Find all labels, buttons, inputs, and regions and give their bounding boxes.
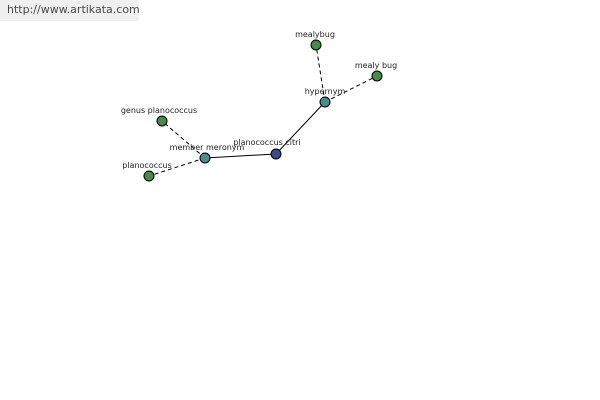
node-genus-planococcus[interactable]	[156, 115, 168, 127]
edge-hypernym-to-mealybug	[315, 44, 326, 103]
edge-planococcus-citri-to-member-meronym	[204, 153, 277, 159]
edge-member-meronym-to-planococcus	[148, 157, 206, 177]
edge-planococcus-citri-to-hypernym	[275, 101, 326, 155]
url-link[interactable]: http://www.artikata.com	[7, 3, 140, 16]
label-member-meronym[interactable]: member meronym	[170, 143, 245, 152]
label-hypernym[interactable]: hypernym	[305, 87, 346, 96]
label-mealy-bug[interactable]: mealy bug	[355, 61, 397, 70]
node-mealy-bug[interactable]	[371, 70, 383, 82]
label-mealybug[interactable]: mealybug	[295, 30, 335, 39]
node-mealybug[interactable]	[310, 39, 322, 51]
node-planococcus[interactable]	[143, 170, 155, 182]
edge-member-meronym-to-genus-planococcus	[161, 120, 206, 159]
edge-hypernym-to-mealy-bug	[324, 75, 378, 103]
label-planococcus[interactable]: planococcus	[122, 161, 172, 170]
node-planococcus-citri[interactable]	[270, 148, 282, 160]
node-member-meronym[interactable]	[199, 152, 211, 164]
label-planococcus-citri[interactable]: planococcus citri	[233, 138, 300, 147]
node-hypernym[interactable]	[319, 96, 331, 108]
url-banner: http://www.artikata.com	[0, 0, 140, 21]
label-genus-planococcus[interactable]: genus planococcus	[121, 106, 197, 115]
